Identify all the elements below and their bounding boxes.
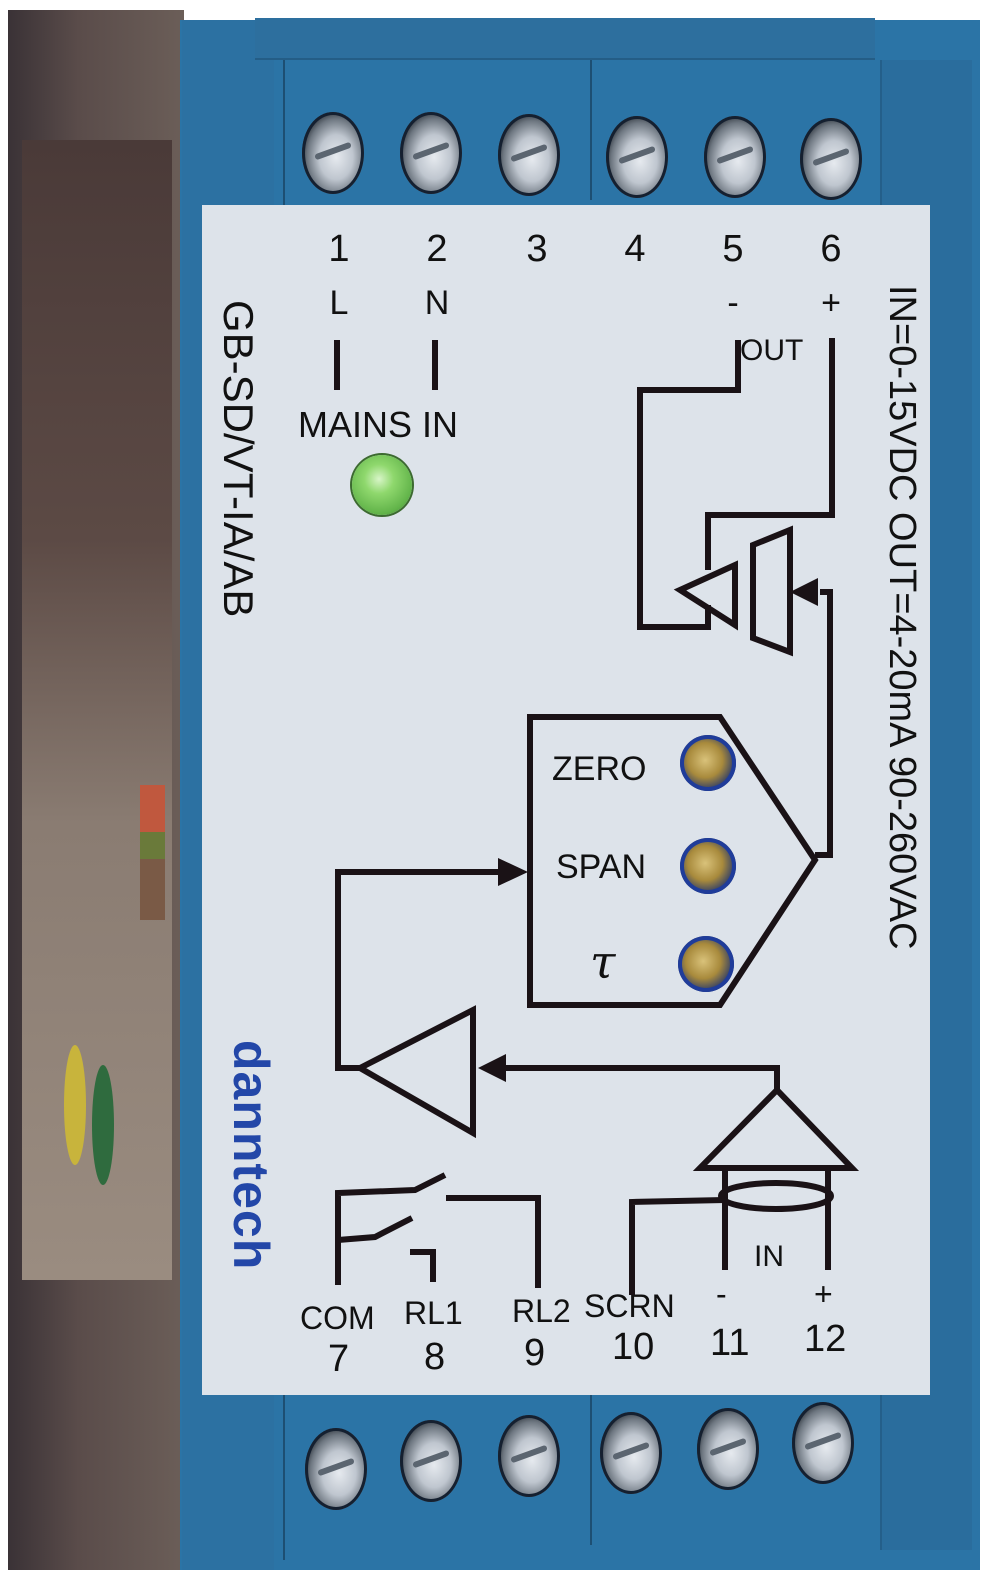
pin-number-6: 6 xyxy=(820,228,842,270)
com-label: COM xyxy=(300,1300,375,1336)
pin-number-10: 10 xyxy=(612,1326,655,1368)
green-dot-icon xyxy=(92,1065,114,1185)
terminal-screw-12[interactable] xyxy=(792,1402,854,1484)
terminal-screw-5[interactable] xyxy=(704,116,766,198)
pin-number-5: 5 xyxy=(722,228,744,270)
pin-number-1: 1 xyxy=(328,228,350,270)
terminal-screw-2[interactable] xyxy=(400,112,462,194)
tau-potentiometer[interactable] xyxy=(678,936,734,992)
in-label: IN xyxy=(754,1240,784,1273)
spec-text: IN=0-15VDC OUT=4-20mA 90-260VAC xyxy=(881,285,923,950)
pin-label-N: N xyxy=(424,284,450,322)
pin-number-11: 11 xyxy=(710,1322,750,1364)
power-led-icon xyxy=(352,455,412,515)
yellow-dot-icon xyxy=(64,1045,86,1165)
terminal-screw-9[interactable] xyxy=(498,1415,560,1497)
flag-graphic xyxy=(140,785,165,920)
pin-label-plus: + xyxy=(821,284,841,322)
pin-number-12: 12 xyxy=(804,1318,847,1360)
mains-in-label: MAINS IN xyxy=(298,404,459,445)
pin-label-L: L xyxy=(329,284,349,322)
out-label: OUT xyxy=(740,334,804,367)
pin-number-3: 3 xyxy=(526,228,548,270)
seam xyxy=(590,1395,592,1545)
in-plus-label: + xyxy=(814,1276,833,1312)
pin-number-7: 7 xyxy=(328,1338,350,1380)
span-potentiometer[interactable] xyxy=(680,838,736,894)
zero-potentiometer[interactable] xyxy=(680,735,736,791)
seam xyxy=(590,60,592,200)
span-label: SPAN xyxy=(556,848,647,886)
rl2-label: RL2 xyxy=(512,1293,571,1329)
pin-number-2: 2 xyxy=(426,228,448,270)
pin-label-minus: - xyxy=(727,284,739,322)
terminal-screw-10[interactable] xyxy=(600,1412,662,1494)
pin-number-4: 4 xyxy=(624,228,646,270)
in-minus-label: - xyxy=(716,1276,727,1312)
zero-label: ZERO xyxy=(552,750,647,788)
brand-logo: danntech xyxy=(223,1040,279,1271)
terminal-screw-6[interactable] xyxy=(800,118,862,200)
terminal-screw-7[interactable] xyxy=(305,1428,367,1510)
tau-label: τ xyxy=(590,935,616,989)
terminal-screw-4[interactable] xyxy=(606,116,668,198)
pin-number-9: 9 xyxy=(524,1332,546,1374)
pin-number-8: 8 xyxy=(424,1336,446,1378)
terminal-screw-8[interactable] xyxy=(400,1420,462,1502)
rl1-label: RL1 xyxy=(404,1295,463,1331)
housing-top-lip xyxy=(255,18,875,60)
terminal-screw-3[interactable] xyxy=(498,114,560,196)
terminal-screw-1[interactable] xyxy=(302,112,364,194)
front-label xyxy=(202,205,930,1395)
model-number: GB-SD/VT-IA/AB xyxy=(215,300,262,618)
terminal-screw-11[interactable] xyxy=(697,1408,759,1490)
